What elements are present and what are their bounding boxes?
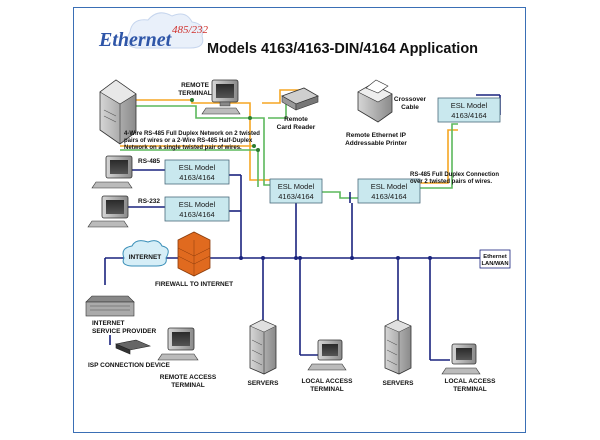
- four-wire-note: Network on a single twisted pair of wire…: [124, 145, 242, 151]
- four-wire-note: 4-Wire RS-485 Full Duplex Network on 2 t…: [124, 131, 260, 137]
- rs232-pc-icon: [87, 195, 129, 228]
- local-access-pc-icon-2: [441, 343, 481, 375]
- servers-label: SERVERS: [383, 380, 415, 387]
- rs485-wiring: [120, 89, 458, 203]
- internet-label: INTERNET: [129, 254, 162, 261]
- logo-text: Ethernet: [98, 29, 173, 51]
- servers-icon-2: [384, 319, 412, 375]
- servers-icon-1: [249, 319, 277, 375]
- page-title: Models 4163/4163-DIN/4164 Application: [207, 41, 478, 57]
- card-reader-label: Remote: [284, 116, 308, 123]
- local-access-label: LOCAL ACCESS: [445, 378, 497, 385]
- crossover-cable-label: Cable: [401, 104, 419, 111]
- local-access-label: TERMINAL: [453, 386, 487, 393]
- esl-box-label: ESL Model: [179, 200, 216, 209]
- remote-access-label: REMOTE ACCESS: [160, 374, 217, 381]
- card-reader-icon: [281, 87, 319, 111]
- full-duplex-note: RS-485 Full Duplex Connection: [410, 172, 499, 178]
- remote-access-label: TERMINAL: [171, 382, 205, 389]
- isp-label: SERVICE PROVIDER: [92, 328, 156, 335]
- esl-box-rs232: ESL Model 4163/4164: [164, 196, 230, 222]
- full-duplex-note: over 2 twisted pairs of wires.: [410, 179, 492, 185]
- esl-box-model: 4163/4164: [179, 210, 214, 219]
- rs485-label: RS-485: [138, 158, 160, 165]
- crossover-cable-label: Crossover: [394, 96, 427, 103]
- mainframe-icon: [99, 79, 137, 145]
- printer-label: Remote Ethernet IP: [346, 132, 407, 139]
- internet-cloud-icon: [122, 240, 169, 267]
- junction-dots: [190, 98, 432, 260]
- logo-superscript: 485/232: [172, 24, 209, 36]
- esl-box-center: ESL Model 4163/4164: [269, 178, 323, 204]
- esl-box-label: ESL Model: [179, 163, 216, 172]
- isp-device-icon: [114, 339, 152, 355]
- esl-box-model: 4163/4164: [179, 173, 214, 182]
- diagram-frame: [73, 7, 526, 433]
- remote-terminal-label: TERMINAL: [178, 90, 212, 97]
- ethernet-lan-box: [479, 249, 511, 269]
- local-access-label: TERMINAL: [310, 386, 344, 393]
- rs485-pc-icon: [91, 155, 133, 189]
- esl-box-rs485: ESL Model 4163/4164: [164, 159, 230, 185]
- esl-box-label: ESL Model: [278, 182, 315, 191]
- card-reader-label: Card Reader: [277, 124, 316, 131]
- esl-box-model: 4163/4164: [451, 111, 486, 120]
- firewall-label: FIREWALL TO INTERNET: [155, 281, 233, 288]
- firewall-icon: [177, 231, 211, 277]
- isp-server-icon: [85, 295, 135, 317]
- esl-box-printer: ESL Model 4163/4164: [437, 97, 501, 123]
- remote-access-pc-icon: [157, 327, 199, 361]
- four-wire-note: pairs of wires or a 2-Wire RS-485 Half-D…: [124, 138, 253, 144]
- ethernet-lan-label: LAN/WAN: [481, 261, 508, 267]
- isp-label: INTERNET: [92, 320, 125, 327]
- remote-terminal-label: REMOTE: [181, 82, 209, 89]
- esl-box-model: 4163/4164: [371, 192, 406, 201]
- ethernet-lines: [104, 94, 501, 361]
- local-access-pc-icon-1: [307, 339, 347, 371]
- esl-box-right: ESL Model 4163/4164: [357, 178, 421, 204]
- printer-label: Addressable Printer: [345, 140, 407, 147]
- servers-label: SERVERS: [248, 380, 280, 387]
- local-access-label: LOCAL ACCESS: [302, 378, 354, 385]
- rs232-label: RS-232: [138, 198, 160, 205]
- ethernet-lan-label: Ethernet: [483, 254, 507, 260]
- esl-box-model: 4163/4164: [278, 192, 313, 201]
- logo: Ethernet 485/232: [98, 12, 209, 51]
- remote-terminal-icon: [201, 79, 241, 115]
- esl-box-label: ESL Model: [371, 182, 408, 191]
- printer-icon: [357, 79, 393, 123]
- esl-box-label: ESL Model: [451, 101, 488, 110]
- isp-device-label: ISP CONNECTION DEVICE: [88, 362, 171, 369]
